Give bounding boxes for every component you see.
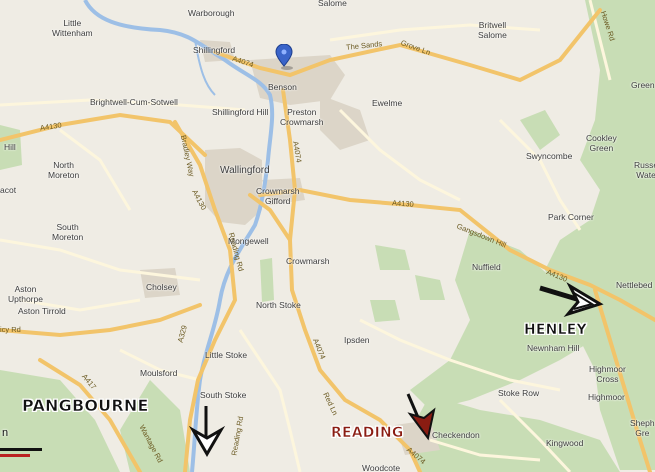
place-label: Benson [268, 82, 297, 92]
minor-roads [0, 0, 612, 472]
place-label: Salome [318, 0, 347, 8]
arrow-icon [188, 406, 226, 457]
arrow-icon [539, 282, 604, 317]
place-label: Nettlebed [616, 280, 653, 290]
place-label: Newnham Hill [527, 343, 580, 353]
place-label: Checkendon [432, 430, 480, 440]
place-label: Woodcote [362, 463, 401, 472]
place-label: Shillingford Hill [212, 107, 269, 117]
place-label: Moulsford [140, 368, 178, 378]
scale-label: n [2, 427, 9, 439]
place-label: Ipsden [344, 335, 370, 345]
place-label: Park Corner [548, 212, 594, 222]
place-label: Wallingford [220, 165, 270, 176]
place-label: Kingwood [546, 438, 584, 448]
place-label: Brightwell-Cum-Sotwell [90, 97, 178, 107]
place-label: Crowmarsh [286, 256, 330, 266]
location-pin-icon[interactable] [275, 44, 293, 70]
road-label: icy Rd [0, 325, 21, 334]
place-label: Hill [4, 142, 16, 152]
place-label: Nuffield [472, 262, 501, 272]
place-label: South Stoke [200, 390, 247, 400]
place-label: Mongewell [228, 236, 269, 246]
place-label: acot [0, 185, 17, 195]
place-label: Highmoor [588, 392, 625, 402]
place-label: Green [631, 80, 655, 90]
place-label: Aston Tirrold [18, 306, 66, 316]
place-label: Cholsey [146, 282, 177, 292]
place-label: Stoke Row [498, 388, 540, 398]
place-label: Ewelme [372, 98, 403, 108]
road-label: A4130 [391, 198, 415, 209]
place-label: Swyncombe [526, 151, 573, 161]
place-label: RusseWate [634, 160, 655, 180]
scale-bar: n [0, 426, 45, 460]
henley-label: HENLEY [524, 322, 587, 339]
place-label: Shillingford [193, 45, 236, 55]
place-label: Little Stoke [205, 350, 248, 360]
place-label: Warborough [188, 8, 235, 18]
arrow-icon [406, 393, 436, 441]
pangbourne-label: PANGBOURNE [22, 396, 149, 416]
place-label: North Stoke [256, 300, 301, 310]
reading-label: READING [331, 425, 404, 442]
major-roads [0, 8, 655, 472]
